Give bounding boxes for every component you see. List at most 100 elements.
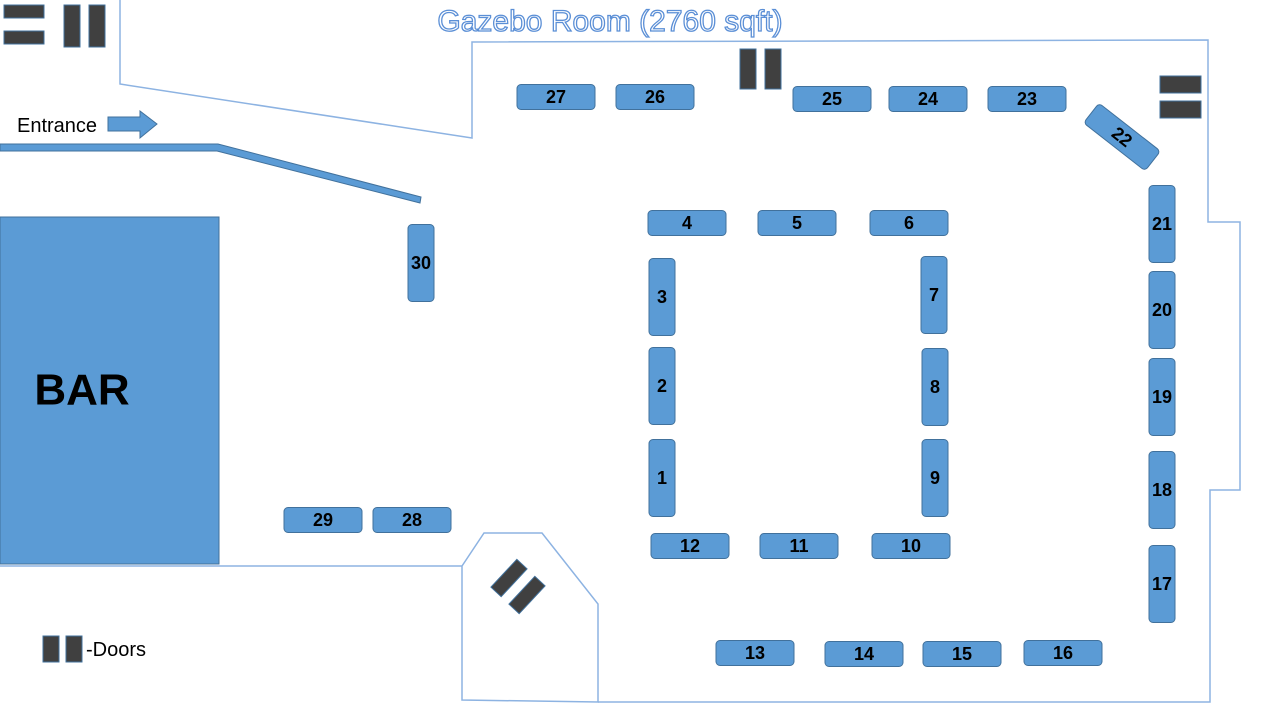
walls: [0, 0, 1241, 703]
table-23: 23: [987, 86, 1067, 112]
table-shape: [792, 86, 872, 112]
table-number: 11: [789, 536, 808, 556]
table-26: 26: [615, 84, 695, 110]
room-title: Gazebo Room (2760 sqft): [437, 5, 782, 38]
table-number: 20: [1152, 300, 1172, 320]
table-number: 12: [680, 536, 700, 556]
table-20: 20: [1148, 271, 1176, 349]
table-shape: [1148, 545, 1176, 623]
table-4: 4: [647, 210, 727, 236]
table-shape: [871, 533, 951, 559]
table-number: 30: [411, 253, 431, 273]
table-shape: [987, 86, 1067, 112]
door-icon: [63, 4, 81, 48]
table-number: 27: [546, 87, 566, 107]
table-15: 15: [922, 641, 1002, 667]
table-shape: [650, 533, 730, 559]
entrance-label: Entrance: [17, 115, 97, 137]
door-icon: [490, 558, 528, 598]
table-7: 7: [920, 256, 948, 334]
table-number: 2: [657, 376, 667, 396]
table-shape: [888, 86, 968, 112]
table-number: 5: [792, 213, 802, 233]
table-shape: [921, 348, 949, 426]
table-9: 9: [921, 439, 949, 517]
table-shape: [869, 210, 949, 236]
table-number: 18: [1152, 480, 1172, 500]
table-21: 21: [1148, 185, 1176, 263]
door-icon: [739, 48, 757, 90]
table-number: 16: [1053, 643, 1073, 663]
table-shape: [615, 84, 695, 110]
wall-gazebo: [0, 532, 599, 703]
table-22: 22: [1084, 104, 1160, 170]
table-25: 25: [792, 86, 872, 112]
table-shape: [757, 210, 837, 236]
table-number: 21: [1152, 214, 1172, 234]
table-5: 5: [757, 210, 837, 236]
table-13: 13: [715, 640, 795, 666]
table-number: 14: [854, 644, 874, 664]
table-shape: [647, 210, 727, 236]
table-14: 14: [824, 641, 904, 667]
door-icon: [508, 575, 546, 615]
table-11: 11: [759, 533, 839, 559]
table-16: 16: [1023, 640, 1103, 666]
table-shape: [922, 641, 1002, 667]
table-number: 9: [930, 468, 940, 488]
table-shape: [1148, 451, 1176, 529]
door-icon: [3, 30, 45, 45]
table-number: 3: [657, 287, 667, 307]
bar: BAR: [0, 216, 220, 565]
doors: [3, 4, 1202, 615]
table-shape: [920, 256, 948, 334]
table-shape: [407, 224, 435, 302]
table-number: 7: [929, 285, 939, 305]
table-27: 27: [516, 84, 596, 110]
table-shape: [516, 84, 596, 110]
table-19: 19: [1148, 358, 1176, 436]
table-shape: [759, 533, 839, 559]
legend-doors-label: -Doors: [86, 639, 146, 661]
table-number: 24: [918, 89, 938, 109]
door-icon: [1159, 75, 1202, 94]
table-shape: [1148, 358, 1176, 436]
table-17: 17: [1148, 545, 1176, 623]
table-number: 10: [901, 536, 921, 556]
table-number: 23: [1017, 89, 1037, 109]
door-icon: [764, 48, 782, 90]
table-shape: [648, 439, 676, 517]
table-number: 6: [904, 213, 914, 233]
legend-door-icon: [42, 635, 60, 663]
table-number: 15: [952, 644, 972, 664]
table-number: 28: [402, 510, 422, 530]
table-24: 24: [888, 86, 968, 112]
table-8: 8: [921, 348, 949, 426]
table-shape: [1148, 185, 1176, 263]
table-number: 13: [745, 643, 765, 663]
table-2: 2: [648, 347, 676, 425]
table-29: 29: [283, 507, 363, 533]
door-icon: [88, 4, 106, 48]
table-shape: [1148, 271, 1176, 349]
table-number: 25: [822, 89, 842, 109]
table-number: 19: [1152, 387, 1172, 407]
door-icon: [1159, 100, 1202, 119]
entrance-arrow-icon: [107, 109, 158, 140]
entrance-wall: [0, 143, 422, 204]
table-shape: [1084, 104, 1160, 170]
table-1: 1: [648, 439, 676, 517]
table-number: 26: [645, 87, 665, 107]
table-28: 28: [372, 507, 452, 533]
table-number: 8: [930, 377, 940, 397]
table-shape: [648, 347, 676, 425]
table-30: 30: [407, 224, 435, 302]
bar-label: BAR: [34, 366, 129, 415]
door-icon: [3, 4, 45, 19]
table-6: 6: [869, 210, 949, 236]
table-number: 17: [1152, 574, 1172, 594]
table-shape: [283, 507, 363, 533]
table-number: 4: [682, 213, 692, 233]
table-shape: [824, 641, 904, 667]
